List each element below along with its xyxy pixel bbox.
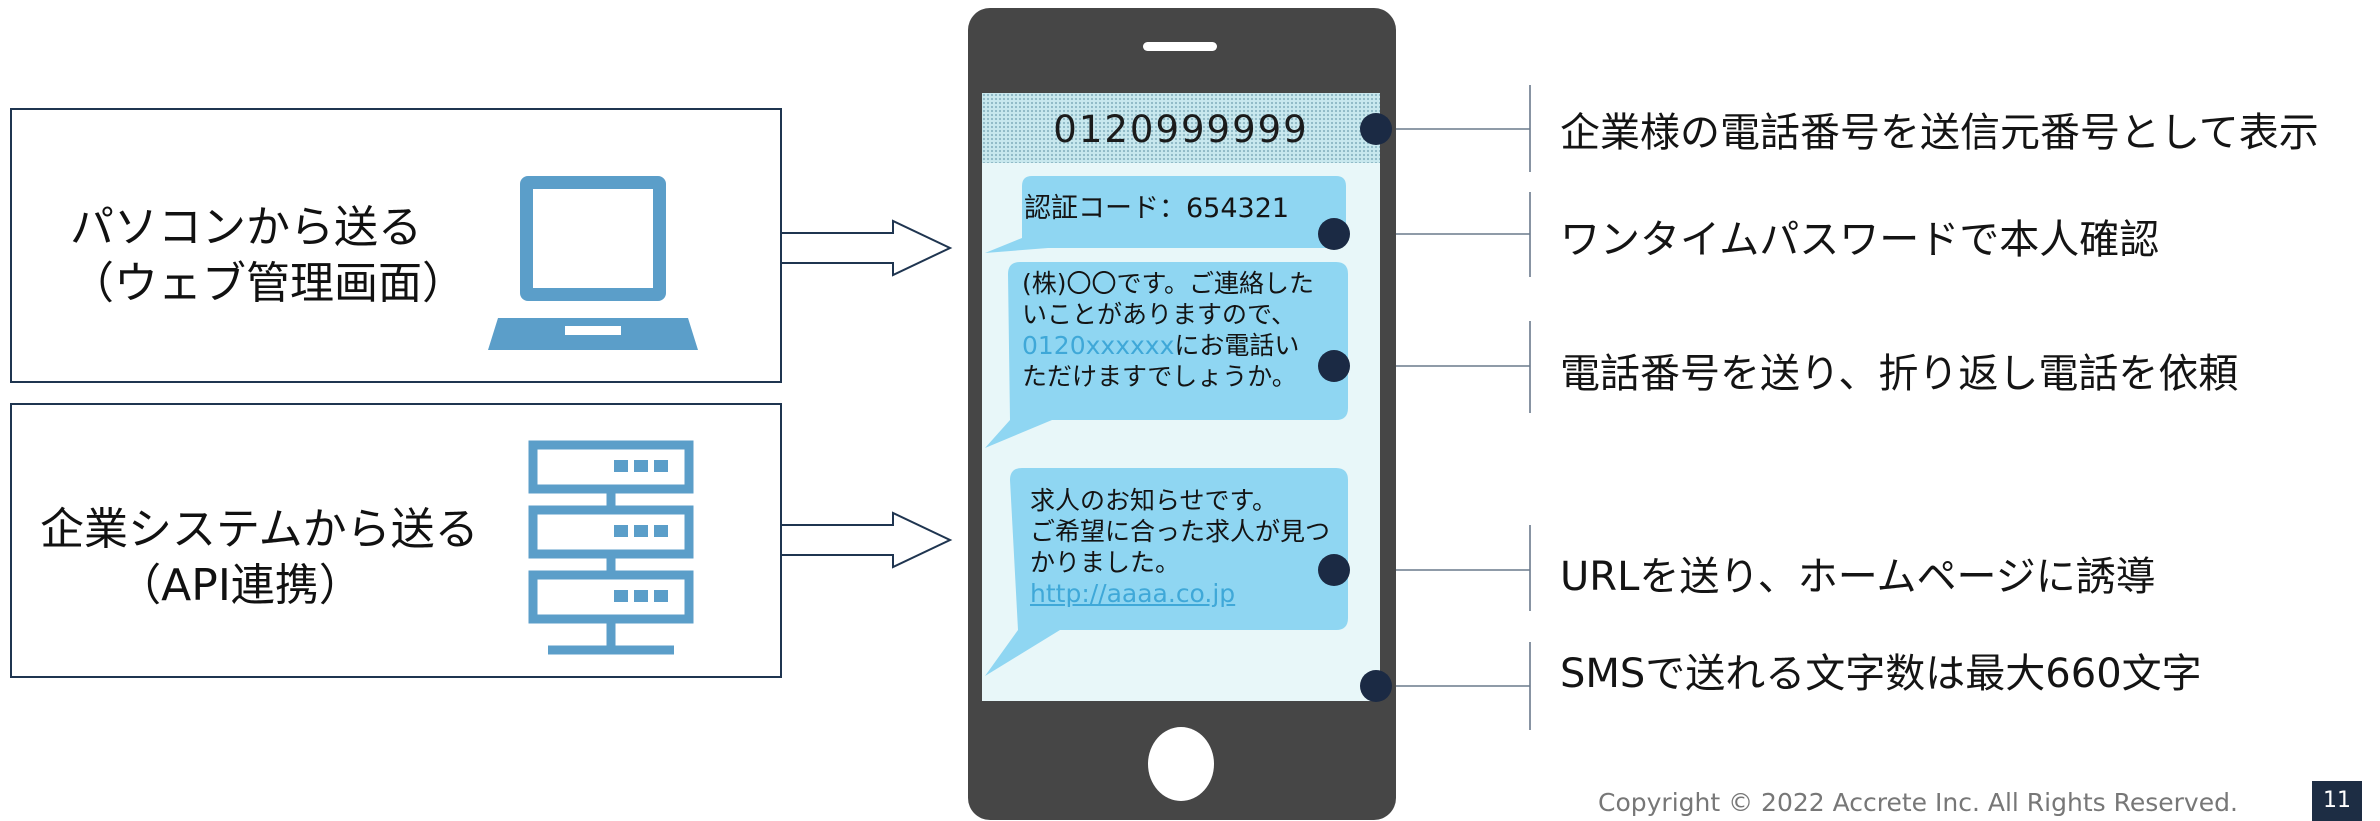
- phone-screen-header: [982, 93, 1380, 163]
- dot-url: [1318, 554, 1350, 586]
- dot-sender: [1360, 113, 1392, 145]
- annotation-sender: 企業様の電話番号を送信元番号として表示: [1560, 110, 2319, 156]
- message-otp: 認証コード：654321: [1024, 193, 1289, 224]
- arrow-pc: [782, 219, 953, 277]
- message-callback-line3-rest: にお電話い: [1174, 331, 1300, 360]
- message-callback-line2: いことがありますので、: [1022, 300, 1297, 329]
- message-callback-line4: ただけますでしょうか。: [1022, 362, 1297, 391]
- arrow-system: [782, 511, 953, 569]
- bubble-2: [985, 262, 1348, 448]
- message-otp-text: 認証コード：654321: [1024, 193, 1290, 224]
- dot-limit: [1360, 670, 1392, 702]
- sender-number: 0120999999: [1053, 108, 1309, 151]
- server-icon: [528, 440, 694, 655]
- annotation-limit: SMSで送れる文字数は最大660文字: [1560, 651, 2202, 697]
- source-system-line2: （API連携）: [117, 560, 363, 611]
- phone-link[interactable]: 0120xxxxxx: [1022, 331, 1175, 360]
- annotation-otp: ワンタイムパスワードで本人確認: [1560, 217, 2160, 263]
- laptop-icon: [488, 176, 698, 350]
- annotation-callback: 電話番号を送り、折り返し電話を依頼: [1560, 351, 2239, 397]
- source-pc-line1: パソコンから送る: [70, 202, 422, 253]
- source-system-label: 企業システムから送る （API連携）: [40, 502, 479, 614]
- phone-home-button: [1148, 727, 1214, 801]
- message-url-link[interactable]: http://aaaa.co.jp: [1030, 579, 1236, 608]
- phone-speaker: [1143, 42, 1217, 51]
- message-callback-line1: (株)〇〇です。ご連絡した: [1022, 269, 1315, 298]
- dot-otp: [1318, 218, 1350, 250]
- bubble-3: [985, 468, 1348, 676]
- source-pc-label: パソコンから送る （ウェブ管理画面）: [70, 200, 466, 312]
- annotation-url: URLを送り、ホームページに誘導: [1560, 554, 2156, 600]
- message-url-line3: かりました。: [1030, 548, 1181, 577]
- source-pc-line2: （ウェブ管理画面）: [70, 258, 466, 309]
- source-system-line1: 企業システムから送る: [40, 504, 479, 555]
- message-callback: (株)〇〇です。ご連絡した いことがありますので、 0120xxxxxxにお電話…: [1022, 268, 1314, 392]
- message-url-line2: ご希望に合った求人が見つ: [1030, 517, 1331, 546]
- dot-callback: [1318, 350, 1350, 382]
- message-callback-line3: 0120xxxxxxにお電話い: [1022, 330, 1314, 361]
- message-url: 求人のお知らせです。 ご希望に合った求人が見つ かりました。 http://aa…: [1030, 485, 1330, 609]
- message-url-line1: 求人のお知らせです。: [1030, 486, 1278, 515]
- bubble-1: [985, 176, 1346, 253]
- page-number: 11: [2312, 781, 2362, 821]
- copyright: Copyright © 2022 Accrete Inc. All Rights…: [1598, 788, 2238, 817]
